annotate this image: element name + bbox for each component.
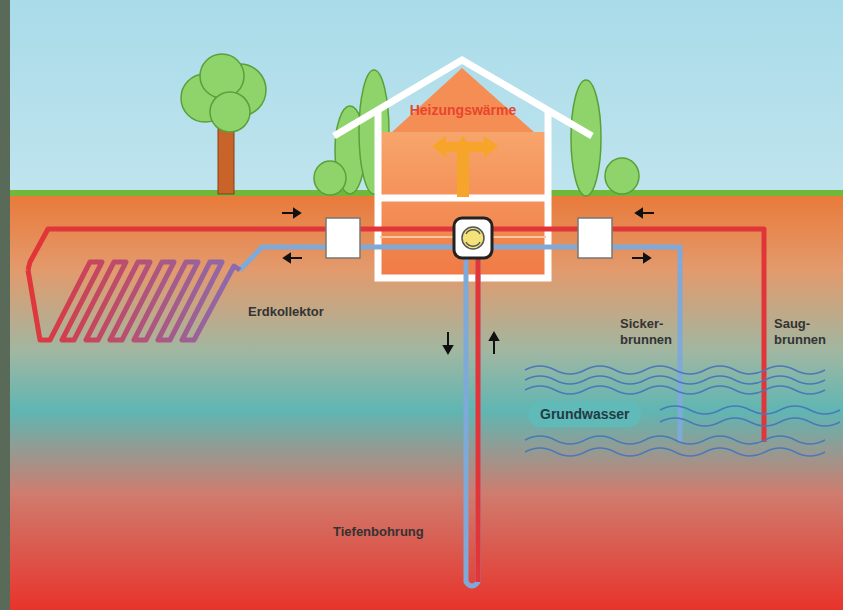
- part-label: Sicker- brunnen: [620, 316, 672, 347]
- attic: [392, 68, 534, 132]
- part-label: Saug- brunnen: [774, 316, 826, 347]
- heat-pump-symbol: [466, 230, 480, 246]
- house-outline: [334, 60, 592, 278]
- flow-arrows: [282, 209, 654, 354]
- heat-arrow: [432, 136, 498, 197]
- heat-exchanger: [326, 218, 360, 258]
- heat-exchanger: [578, 218, 612, 258]
- water-waves: [525, 366, 840, 456]
- part-label: Tiefenbohrung: [333, 524, 424, 540]
- tree-crown: [181, 54, 266, 132]
- node-text: Heizungswärme: [382, 102, 544, 118]
- part-label: Erdkollektor: [248, 304, 324, 320]
- house-interior: [380, 132, 546, 277]
- node-text: Grundwasser: [540, 406, 629, 422]
- heat-pump-symbol: [462, 227, 484, 249]
- water-oval: Grundwasser: [528, 401, 641, 427]
- house-node: Heizungswärme: [382, 100, 544, 120]
- heat-pump: [454, 218, 492, 258]
- pipes: [28, 229, 764, 586]
- photo-edge: [0, 0, 10, 610]
